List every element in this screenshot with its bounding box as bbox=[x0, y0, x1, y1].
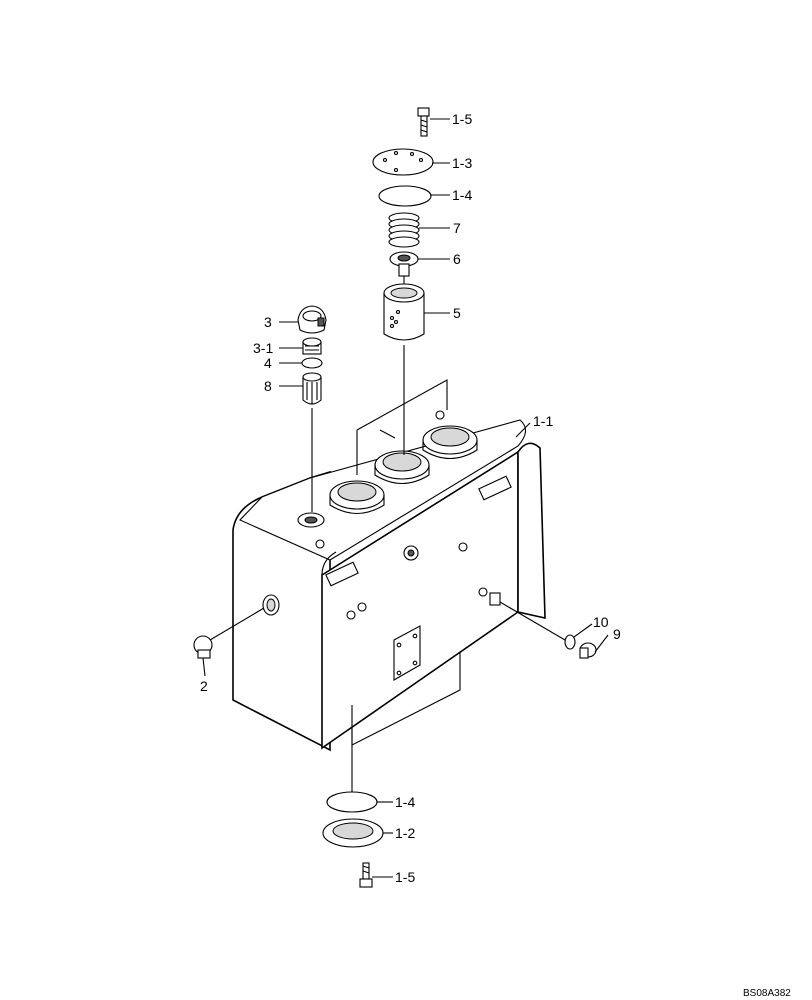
label-10: 10 bbox=[593, 614, 609, 630]
part-1-2-bottom-cover bbox=[322, 818, 384, 848]
assembly-axis-lines bbox=[209, 276, 566, 792]
label-6: 6 bbox=[453, 251, 461, 267]
part-2-side-plug bbox=[193, 635, 213, 659]
label-1-1: 1-1 bbox=[533, 413, 553, 429]
label-1-5-top: 1-5 bbox=[452, 111, 472, 127]
label-1-4-top: 1-4 bbox=[452, 187, 472, 203]
label-9: 9 bbox=[613, 626, 621, 642]
label-1-4-bottom: 1-4 bbox=[395, 794, 415, 810]
tank-top-port-right bbox=[422, 425, 478, 460]
part-4-o-ring bbox=[301, 357, 323, 369]
label-1-2: 1-2 bbox=[395, 825, 415, 841]
label-7: 7 bbox=[453, 220, 461, 236]
part-5-filter-element bbox=[383, 283, 425, 341]
label-8: 8 bbox=[264, 378, 272, 394]
part-3-1-adapter bbox=[302, 337, 322, 355]
tank-top-port-left bbox=[329, 480, 385, 515]
label-3: 3 bbox=[264, 314, 272, 330]
leader-lines bbox=[202, 118, 609, 878]
label-5: 5 bbox=[453, 305, 461, 321]
label-2: 2 bbox=[200, 678, 208, 694]
part-1-5-bottom-bolt bbox=[359, 862, 373, 888]
part-7-spring bbox=[388, 212, 420, 248]
label-4: 4 bbox=[264, 355, 272, 371]
part-10-o-ring bbox=[564, 634, 576, 650]
part-1-5-top-bolt bbox=[417, 107, 430, 137]
part-8-strainer bbox=[302, 372, 322, 405]
hydraulic-tank-body bbox=[232, 379, 546, 752]
part-1-3-cover-plate bbox=[372, 148, 434, 176]
part-9-drain-plug bbox=[579, 642, 597, 659]
part-1-4-top-gasket bbox=[378, 185, 432, 207]
label-1-5-bottom: 1-5 bbox=[395, 869, 415, 885]
label-1-3: 1-3 bbox=[452, 155, 472, 171]
tank-top-port-center bbox=[374, 450, 430, 485]
part-6-valve bbox=[389, 251, 419, 277]
part-1-4-bottom-gasket bbox=[326, 791, 378, 813]
label-3-1: 3-1 bbox=[253, 340, 273, 356]
part-3-breather-cap bbox=[297, 305, 327, 334]
reference-code: BS08A382 bbox=[743, 988, 791, 999]
